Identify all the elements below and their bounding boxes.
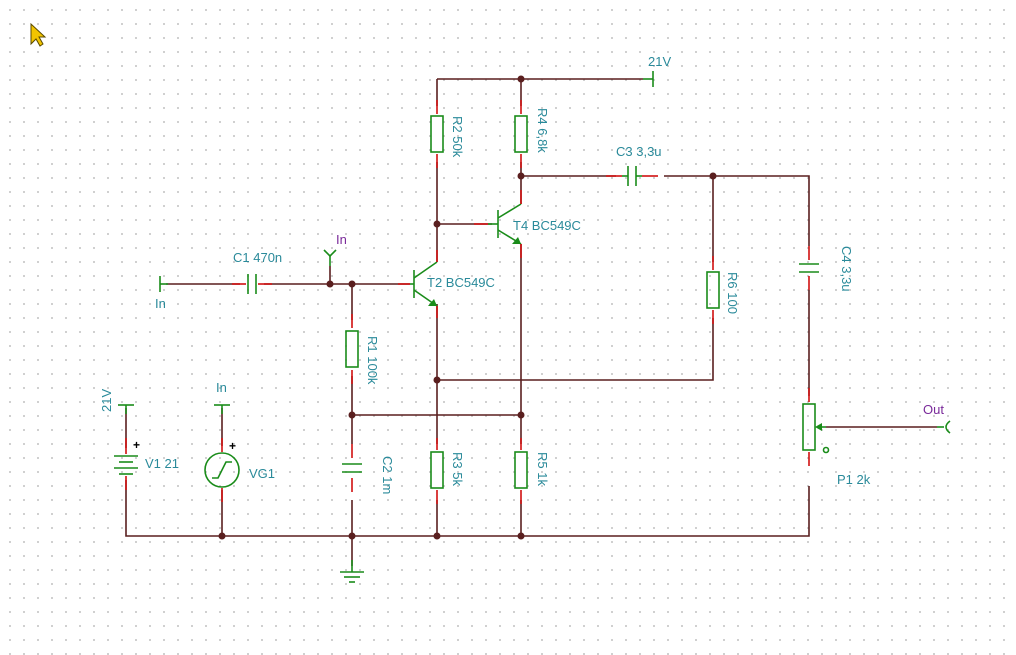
component-labels: 21V 21V In In In Out C1 470n C2 1m C3 3,… — [99, 54, 944, 494]
mouse-cursor-icon — [30, 22, 47, 47]
label-t2: T2 BC549C — [427, 275, 495, 290]
ground-icon — [340, 560, 364, 583]
resistor-r4[interactable] — [514, 100, 528, 168]
label-in-gen: In — [216, 380, 227, 395]
label-c1: C1 470n — [233, 250, 282, 265]
wires — [125, 78, 937, 566]
label-vcc-left: 21V — [99, 389, 114, 412]
battery-v1[interactable]: + — [114, 438, 140, 490]
capacitor-c1[interactable] — [232, 274, 272, 294]
label-t4: T4 BC549C — [513, 218, 581, 233]
svg-text:+: + — [133, 438, 140, 452]
resistor-r6[interactable] — [706, 256, 720, 324]
wire-ground-rail — [125, 480, 810, 537]
junction-nodes — [218, 75, 717, 540]
label-v1: V1 21 — [145, 456, 179, 471]
label-vcc-top: 21V — [648, 54, 671, 69]
supply-terminal-left[interactable] — [118, 404, 134, 414]
input-terminal-gen[interactable] — [214, 404, 230, 414]
capacitor-c4[interactable] — [799, 246, 819, 290]
capacitor-c2[interactable] — [342, 444, 362, 492]
label-r5: R5 1k — [535, 452, 550, 486]
label-in-node: In — [336, 232, 347, 247]
wire-c3-right — [664, 175, 810, 246]
label-in-left: In — [155, 296, 166, 311]
svg-text:+: + — [229, 439, 236, 453]
supply-terminal-top[interactable] — [643, 71, 654, 87]
resistor-r2[interactable] — [430, 100, 444, 168]
label-c4: C4 3,3u — [839, 246, 854, 292]
label-r1: R1 100k — [365, 336, 380, 385]
output-probe-icon[interactable] — [937, 420, 951, 434]
input-probe-icon[interactable] — [323, 249, 337, 266]
input-terminal-left[interactable] — [159, 276, 168, 292]
resistor-r1[interactable] — [345, 314, 359, 384]
wire-r6-feedback — [437, 318, 714, 381]
label-c3: C3 3,3u — [616, 144, 662, 159]
label-vg1: VG1 — [249, 466, 275, 481]
label-r3: R3 5k — [450, 452, 465, 486]
capacitor-c3[interactable] — [606, 166, 658, 186]
label-out: Out — [923, 402, 944, 417]
label-r6: R6 100 — [725, 272, 740, 314]
resistor-r3[interactable] — [430, 438, 444, 504]
potentiometer-p1[interactable] — [802, 388, 830, 466]
label-r4: R4 6,8k — [535, 108, 550, 153]
transistor-t4[interactable] — [474, 190, 522, 258]
signal-generator-vg1[interactable]: + — [204, 438, 240, 502]
transistor-t2[interactable] — [398, 250, 438, 318]
label-r2: R2 50k — [450, 116, 465, 158]
label-p1: P1 2k — [837, 472, 871, 487]
label-c2: C2 1m — [380, 456, 395, 494]
resistor-r5[interactable] — [514, 438, 528, 504]
